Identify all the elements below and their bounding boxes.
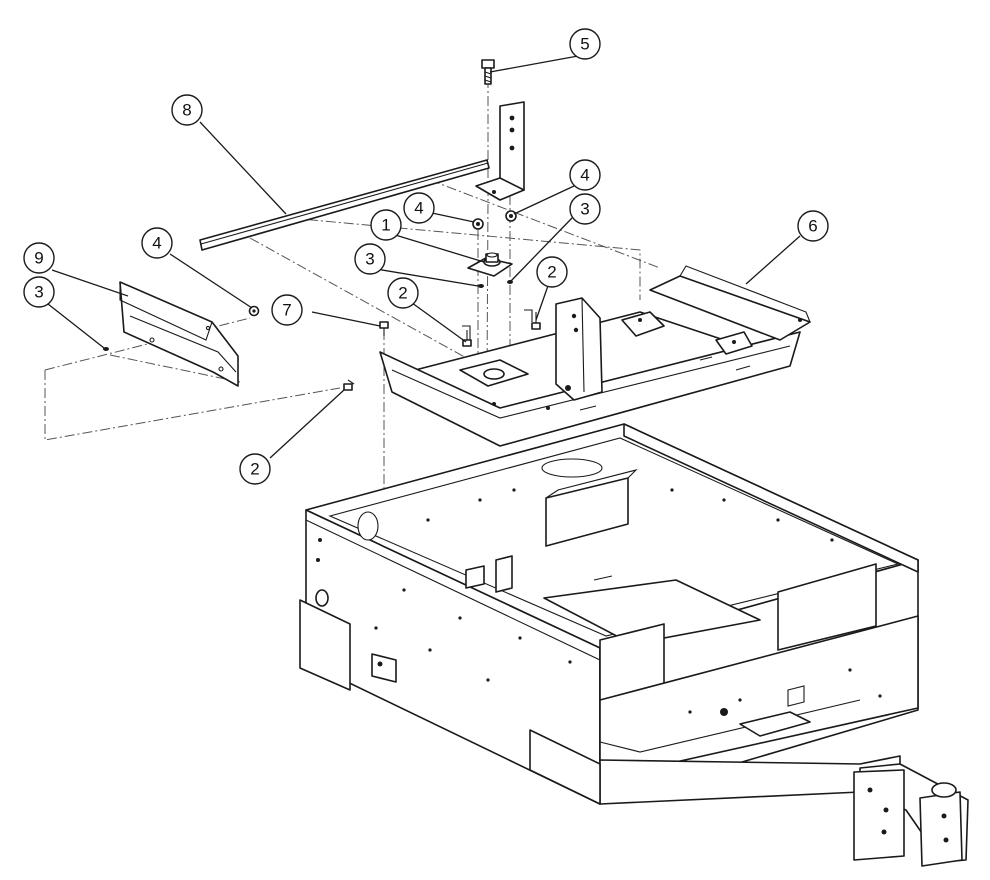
upper-angle-bracket xyxy=(475,101,525,201)
callout-2-lower: 2 xyxy=(239,453,271,485)
callout-3-left: 3 xyxy=(23,276,55,308)
tray-part-6 xyxy=(379,265,811,447)
callout-6: 6 xyxy=(797,210,829,242)
callout-7-label: 7 xyxy=(282,301,291,320)
callout-4-label: 4 xyxy=(152,234,161,253)
callout-2-label: 2 xyxy=(250,460,259,479)
callout-6-label: 6 xyxy=(808,217,817,236)
callout-1-label: 1 xyxy=(381,216,390,235)
callout-5: 5 xyxy=(569,28,601,60)
callout-3-label: 3 xyxy=(580,200,589,219)
callout-7: 7 xyxy=(271,294,303,326)
callout-1: 1 xyxy=(370,209,402,241)
leader-lines xyxy=(47,55,801,459)
callout-2-label: 2 xyxy=(398,284,407,303)
callout-2-label: 2 xyxy=(547,263,556,282)
callout-5-label: 5 xyxy=(580,35,589,54)
callout-8-label: 8 xyxy=(182,101,191,120)
callout-4-right: 4 xyxy=(569,159,601,191)
callout-4-label: 4 xyxy=(580,166,589,185)
callout-3-right: 3 xyxy=(569,193,601,225)
bolt-part-5 xyxy=(481,59,495,85)
callout-9: 9 xyxy=(23,242,55,274)
callout-8: 8 xyxy=(171,94,203,126)
callout-4-center: 4 xyxy=(403,192,435,224)
callout-2-upper-left: 2 xyxy=(387,277,419,309)
callout-4-left: 4 xyxy=(141,227,173,259)
main-frame xyxy=(299,423,969,867)
callout-3-label: 3 xyxy=(34,283,43,302)
callout-3-label: 3 xyxy=(365,250,374,269)
bracket-part-9 xyxy=(119,281,239,387)
callout-4-label: 4 xyxy=(414,199,423,218)
rod-part-8 xyxy=(199,159,490,251)
callout-9-label: 9 xyxy=(34,249,43,268)
callout-3-center: 3 xyxy=(354,243,386,275)
hardware-items xyxy=(103,210,541,391)
callout-2-upper-right: 2 xyxy=(536,256,568,288)
